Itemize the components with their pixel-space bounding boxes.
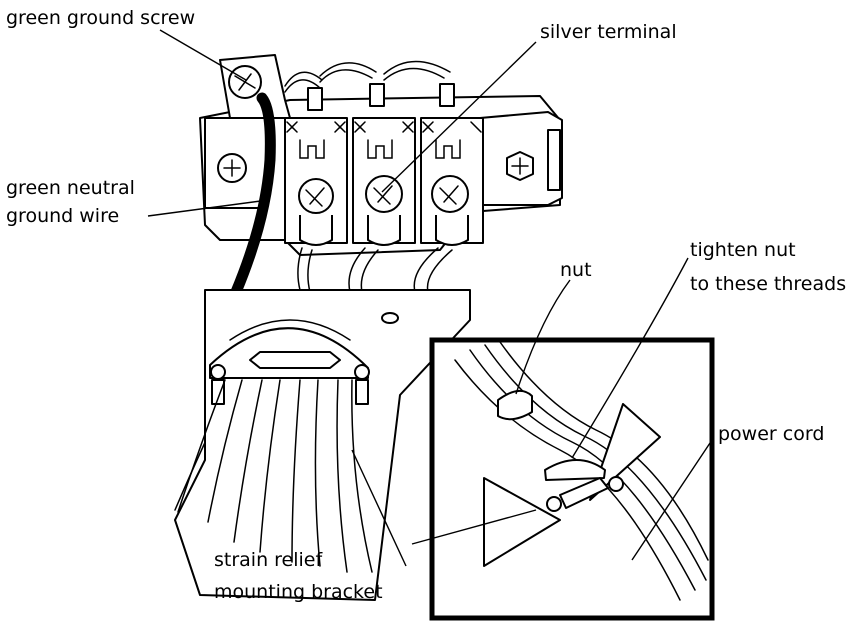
leader-power-cord	[631, 439, 713, 561]
leader-threads	[571, 257, 689, 459]
leader-green-neutral-ground-wire	[147, 199, 269, 217]
right-ear-screw-icon	[506, 151, 534, 181]
green-neutral-ground-wire	[230, 92, 276, 298]
label-tighten-line1: tighten nut	[690, 239, 796, 261]
label-strain-line2: mounting bracket	[214, 581, 383, 603]
leader-silver-terminal	[381, 41, 537, 193]
label-green-neutral-line1: green neutral	[6, 177, 135, 199]
terminal-block-assembly	[199, 54, 563, 298]
terminal-post-right	[420, 83, 484, 246]
green-ground-screw-icon	[228, 65, 262, 99]
label-strain-line1: strain relief	[214, 549, 323, 571]
leader-strain-relief-main	[351, 449, 407, 567]
leader-nut	[515, 279, 571, 395]
nut-detail-inset	[429, 337, 715, 621]
label-nut: nut	[560, 259, 592, 281]
label-silver-terminal: silver terminal	[540, 21, 677, 43]
label-tighten-line2: to these threads	[690, 273, 846, 295]
leader-strain-relief-inset	[411, 509, 537, 545]
leader-green-ground-screw	[159, 29, 247, 81]
left-ear-screw-icon	[217, 153, 247, 183]
jumper-wires	[284, 60, 451, 93]
right-ear-tab	[547, 129, 561, 191]
strain-relief-bracket	[174, 289, 471, 601]
label-green-ground-screw: green ground screw	[6, 7, 195, 29]
callout-labels: green ground screw silver terminal green…	[6, 7, 846, 603]
terminal-post-center	[352, 83, 416, 246]
label-power-cord: power cord	[718, 423, 824, 445]
label-green-neutral-line2: ground wire	[6, 205, 119, 227]
leader-lines	[147, 29, 713, 567]
terminal-post-left	[284, 87, 348, 246]
